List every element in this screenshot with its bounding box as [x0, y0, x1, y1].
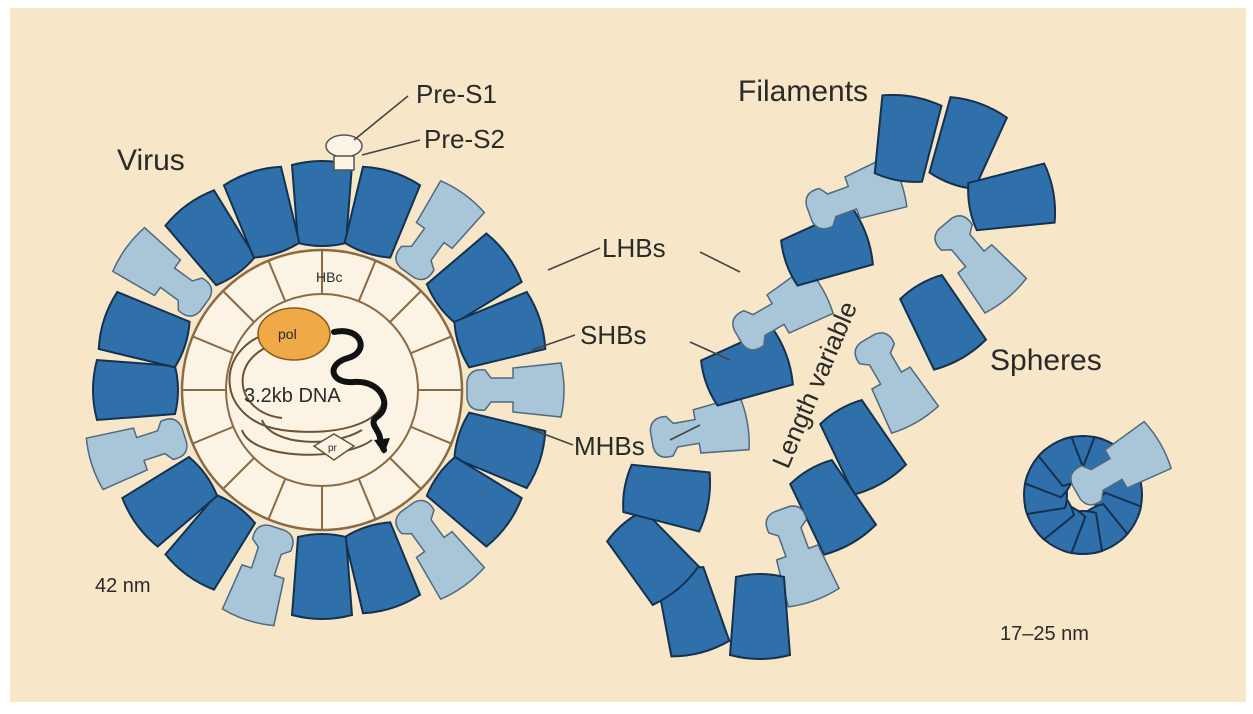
- shbs-label: SHBs: [580, 320, 646, 350]
- virus-title: Virus: [117, 144, 185, 177]
- pr-label: pr: [328, 443, 338, 454]
- filament-lhbs-protein: [647, 396, 752, 466]
- pol-label: pol: [278, 326, 297, 342]
- virus-size-label: 42 nm: [95, 575, 151, 597]
- hbc-label: HBc: [316, 269, 342, 285]
- virus-particle: pol pr 3.2kb DNA HBc: [84, 135, 564, 628]
- pre-s2-domain: [334, 156, 354, 170]
- filaments-title: Filaments: [738, 75, 868, 108]
- dna-label: 3.2kb DNA: [244, 385, 341, 407]
- filament-shbs-protein: [730, 574, 790, 659]
- mhbs-label: MHBs: [574, 431, 645, 461]
- pre-s2-label: Pre-S2: [424, 124, 505, 154]
- envelope-shbs-protein: [292, 161, 352, 246]
- envelope-shbs-protein: [93, 360, 178, 420]
- envelope-shbs-protein: [292, 534, 352, 619]
- lhbs-label: LHBs: [602, 233, 666, 263]
- pre-s1-label: Pre-S1: [416, 79, 497, 109]
- sphere-particle: [1022, 420, 1173, 555]
- sphere-size-label: 17–25 nm: [1000, 623, 1089, 645]
- spheres-title: Spheres: [990, 344, 1102, 377]
- envelope-lhbs-protein: [467, 363, 564, 417]
